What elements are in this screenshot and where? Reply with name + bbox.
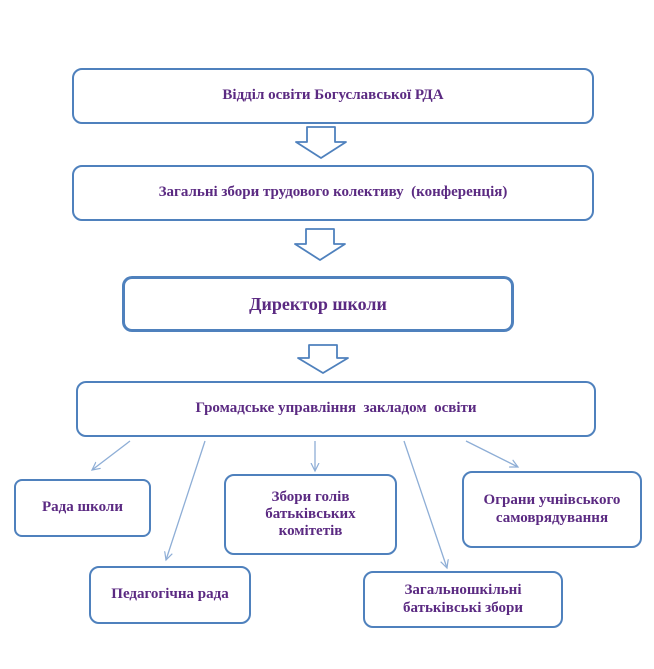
education-department-box: Відділ освіти Богуславської РДА bbox=[72, 68, 594, 124]
school-council-label: Рада школи bbox=[42, 499, 123, 516]
down-arrow-3 bbox=[297, 344, 349, 374]
parent-committee-heads-label: Збори голів батьківських комітетів bbox=[265, 488, 356, 540]
connector-student-self-government bbox=[465, 440, 518, 467]
connector-school-council bbox=[92, 440, 131, 470]
parent-committee-heads-box: Збори голів батьківських комітетів bbox=[224, 474, 397, 555]
education-department-label: Відділ освіти Богуславської РДА bbox=[222, 87, 444, 104]
school-parent-meeting-box: Загальношкільні батьківські збори bbox=[363, 571, 563, 628]
connector-school-parent-meeting bbox=[403, 440, 447, 568]
school-parent-meeting-label: Загальношкільні батьківські збори bbox=[403, 582, 523, 616]
staff-general-meeting-box: Загальні збори трудового колективу (конф… bbox=[72, 165, 594, 221]
pedagogical-council-box: Педагогічна рада bbox=[89, 566, 251, 624]
staff-general-meeting-label: Загальні збори трудового колективу (конф… bbox=[158, 184, 508, 201]
public-management-box: Громадське управління закладом освіти bbox=[76, 381, 596, 437]
public-management-label: Громадське управління закладом освіти bbox=[195, 400, 477, 417]
school-director-label: Директор школи bbox=[249, 293, 387, 314]
down-arrow-2 bbox=[294, 228, 346, 261]
down-arrow-1 bbox=[295, 126, 347, 159]
school-council-box: Рада школи bbox=[14, 479, 151, 537]
student-self-government-label: Огрaни учнівського самоврядування bbox=[483, 492, 621, 526]
pedagogical-council-label: Педагогічна рада bbox=[111, 586, 229, 603]
student-self-government-box: Огрaни учнівського самоврядування bbox=[462, 471, 642, 548]
connector-pedagogical-council bbox=[166, 440, 206, 560]
school-director-box: Директор школи bbox=[122, 276, 514, 332]
